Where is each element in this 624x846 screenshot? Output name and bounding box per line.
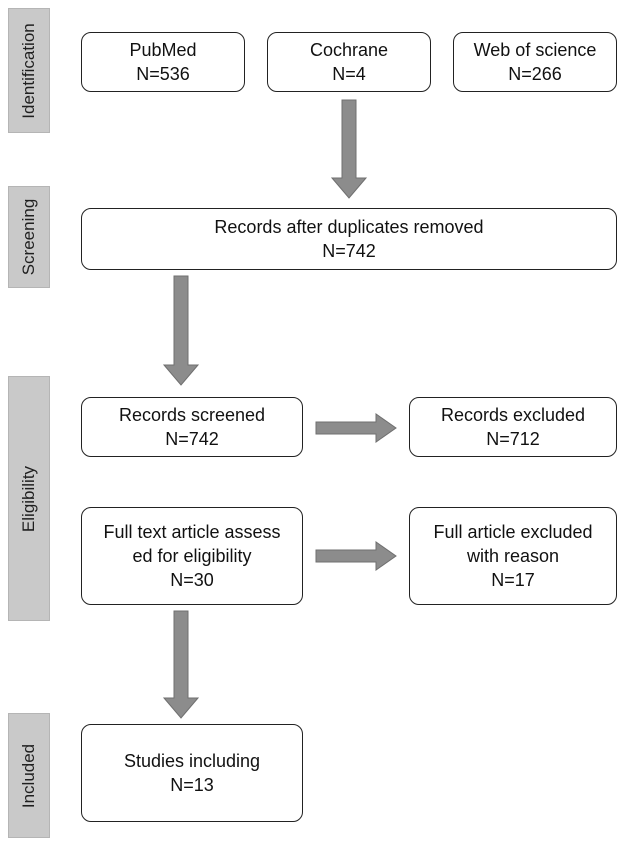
box-full-text-assessed: Full text article assess ed for eligibil… [81, 507, 303, 605]
box-title: PubMed [129, 39, 197, 60]
phase-eligibility: Eligibility [8, 376, 50, 621]
phase-label: Screening [19, 198, 38, 276]
arrow-right-icon [315, 541, 397, 571]
box-full-article-excluded: Full article excluded with reason N=17 [409, 507, 617, 605]
box-cochrane: Cochrane N=4 [267, 32, 431, 92]
phase-included: Included [8, 713, 50, 838]
box-line: with reason [466, 545, 560, 566]
arrow-down-icon [162, 610, 200, 719]
arrow-down-icon [162, 275, 200, 386]
box-studies-included: Studies including N=13 [81, 724, 303, 822]
box-count: N=266 [508, 64, 562, 84]
box-title: Cochrane [309, 39, 389, 60]
box-pubmed: PubMed N=536 [81, 32, 245, 92]
box-line: Full article excluded [433, 521, 593, 542]
box-count: N=742 [322, 241, 376, 261]
box-web-of-science: Web of science N=266 [453, 32, 617, 92]
box-title: Web of science [473, 39, 597, 60]
box-title: Records excluded [440, 404, 586, 425]
box-line: Full text article assess [103, 521, 281, 542]
phase-label: Eligibility [19, 465, 38, 532]
box-count: N=13 [170, 775, 214, 795]
box-records-after-duplicates: Records after duplicates removed N=742 [81, 208, 617, 270]
box-count: N=536 [136, 64, 190, 84]
box-title: Records after duplicates removed [214, 216, 484, 237]
phase-label: Included [19, 743, 38, 808]
phase-label: Identification [19, 22, 38, 119]
box-title: Records screened [118, 404, 266, 425]
box-title: Studies including [123, 750, 261, 771]
box-count: N=742 [165, 429, 219, 449]
box-count: N=30 [170, 570, 214, 591]
box-count: N=712 [486, 429, 540, 449]
box-count: N=4 [332, 64, 366, 84]
box-records-excluded: Records excluded N=712 [409, 397, 617, 457]
box-records-screened: Records screened N=742 [81, 397, 303, 457]
box-count: N=17 [491, 570, 535, 591]
box-line: ed for eligibility [132, 545, 252, 566]
arrow-right-icon [315, 413, 397, 443]
arrow-down-icon [330, 99, 368, 199]
phase-screening: Screening [8, 186, 50, 288]
phase-identification: Identification [8, 8, 50, 133]
